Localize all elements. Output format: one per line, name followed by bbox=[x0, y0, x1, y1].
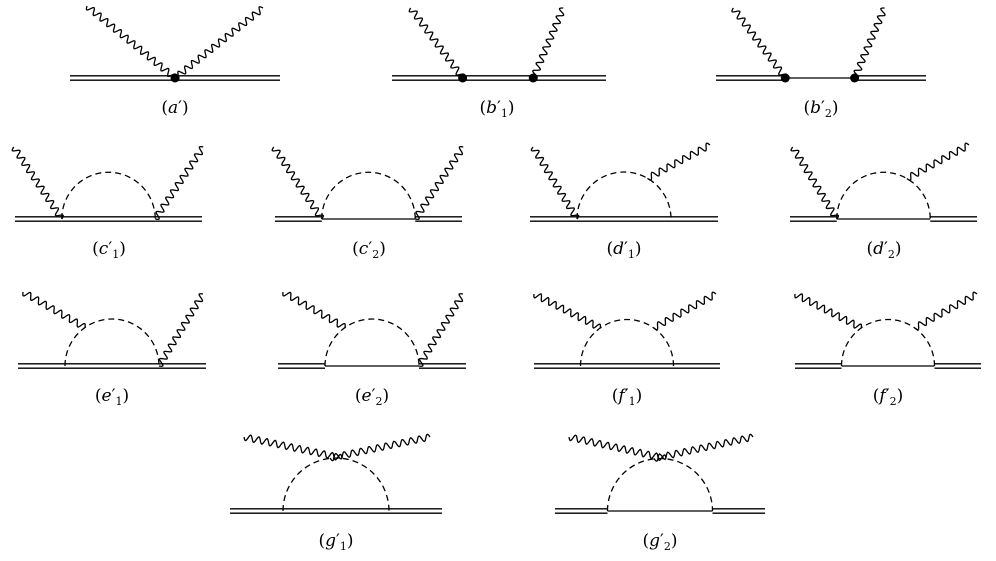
label-letter: c bbox=[98, 239, 109, 259]
photon-right bbox=[418, 293, 464, 367]
label-subscript: 1 bbox=[627, 248, 635, 261]
label-e-2: (e′2) bbox=[354, 386, 390, 408]
label-subscript: 2 bbox=[887, 248, 895, 261]
scalar-loop bbox=[324, 318, 420, 367]
label-b-2: (b′2) bbox=[803, 98, 839, 120]
photon-right bbox=[415, 146, 464, 220]
photon-right bbox=[906, 142, 970, 181]
diagram-a bbox=[70, 5, 280, 83]
photon-left bbox=[794, 293, 863, 329]
photon-left bbox=[282, 291, 346, 328]
label-subscript: 1 bbox=[500, 107, 508, 120]
label-subscript: 1 bbox=[339, 540, 347, 553]
label-subscript: 2 bbox=[372, 248, 380, 261]
photon-right bbox=[174, 6, 264, 80]
vertex-dot-left bbox=[458, 73, 468, 83]
photon-right bbox=[653, 433, 754, 462]
photon-right bbox=[853, 7, 886, 79]
label-letter: a bbox=[167, 98, 179, 118]
label-letter: e bbox=[101, 386, 112, 406]
photon-right bbox=[914, 291, 978, 331]
vertex-dot-right bbox=[850, 73, 860, 83]
label-letter: f bbox=[879, 386, 886, 406]
label-letter: e bbox=[361, 386, 372, 406]
diagram-g-1 bbox=[230, 433, 442, 514]
label-subscript: 1 bbox=[115, 395, 123, 408]
diagram-f-1 bbox=[533, 291, 720, 369]
scalar-loop bbox=[579, 318, 675, 367]
photon-left bbox=[85, 5, 177, 79]
photon-left bbox=[533, 293, 602, 329]
label-g-1: (g′1) bbox=[318, 531, 354, 553]
diagram-e-2 bbox=[278, 291, 466, 369]
diagram-d-1 bbox=[530, 142, 718, 222]
diagram-d-2 bbox=[790, 142, 977, 222]
label-c-1: (c′1) bbox=[92, 239, 126, 261]
photon-left bbox=[568, 434, 667, 462]
label-letter: g bbox=[325, 531, 337, 551]
scalar-loop bbox=[282, 457, 390, 512]
photon-left bbox=[22, 291, 86, 328]
label-letter: b bbox=[810, 98, 822, 118]
label-g-2: (g′2) bbox=[642, 531, 678, 553]
label-f-1: (f′1) bbox=[611, 386, 643, 408]
label-letter: c bbox=[358, 239, 369, 259]
label-f-2: (f′2) bbox=[872, 386, 904, 408]
label-c-2: (c′2) bbox=[352, 239, 386, 261]
label-subscript: 1 bbox=[112, 248, 120, 261]
scalar-loop bbox=[321, 171, 416, 220]
diagram-e-1 bbox=[18, 291, 206, 369]
label-subscript: 2 bbox=[824, 107, 832, 120]
photon-right bbox=[653, 291, 717, 331]
diagram-c-1 bbox=[11, 146, 204, 222]
photon-right bbox=[329, 433, 431, 462]
label-subscript: 2 bbox=[663, 540, 671, 553]
diagram-g-2 bbox=[555, 433, 765, 514]
vertex-dot-right bbox=[528, 73, 538, 83]
photon-right bbox=[155, 146, 204, 220]
scalar-loop bbox=[836, 171, 931, 220]
scalar-loop bbox=[576, 171, 672, 220]
diagram-c-2 bbox=[271, 146, 464, 222]
label-b-1: (b′1) bbox=[479, 98, 515, 120]
photon-left bbox=[271, 146, 324, 220]
photon-left bbox=[530, 146, 580, 220]
photon-right bbox=[647, 142, 711, 181]
label-d-1: (d′1) bbox=[606, 239, 642, 261]
vertex-dot bbox=[170, 73, 180, 83]
photon-left bbox=[790, 146, 840, 220]
photon-left bbox=[243, 434, 343, 461]
scalar-loop bbox=[64, 318, 160, 367]
photon-left bbox=[11, 146, 64, 220]
label-letter: f bbox=[618, 386, 625, 406]
diagram-f-2 bbox=[794, 291, 981, 369]
scalar-loop bbox=[840, 318, 936, 367]
photon-left bbox=[408, 7, 465, 79]
label-letter: g bbox=[649, 531, 661, 551]
diagram-b-2 bbox=[716, 7, 926, 83]
label-letter: d bbox=[613, 239, 625, 259]
photon-left bbox=[731, 7, 788, 79]
scalar-loop bbox=[606, 457, 714, 512]
label-letter: b bbox=[486, 98, 498, 118]
photon-right bbox=[158, 293, 204, 367]
vertex-dot-left bbox=[780, 73, 790, 83]
label-subscript: 1 bbox=[628, 395, 636, 408]
scalar-loop bbox=[61, 171, 156, 220]
label-letter: d bbox=[873, 239, 885, 259]
label-a: (a′) bbox=[161, 98, 189, 118]
label-d-2: (d′2) bbox=[866, 239, 902, 261]
diagram-b-1 bbox=[392, 7, 606, 83]
label-e-1: (e′1) bbox=[94, 386, 130, 408]
label-subscript: 2 bbox=[889, 395, 897, 408]
label-subscript: 2 bbox=[375, 395, 383, 408]
photon-right bbox=[532, 7, 565, 79]
